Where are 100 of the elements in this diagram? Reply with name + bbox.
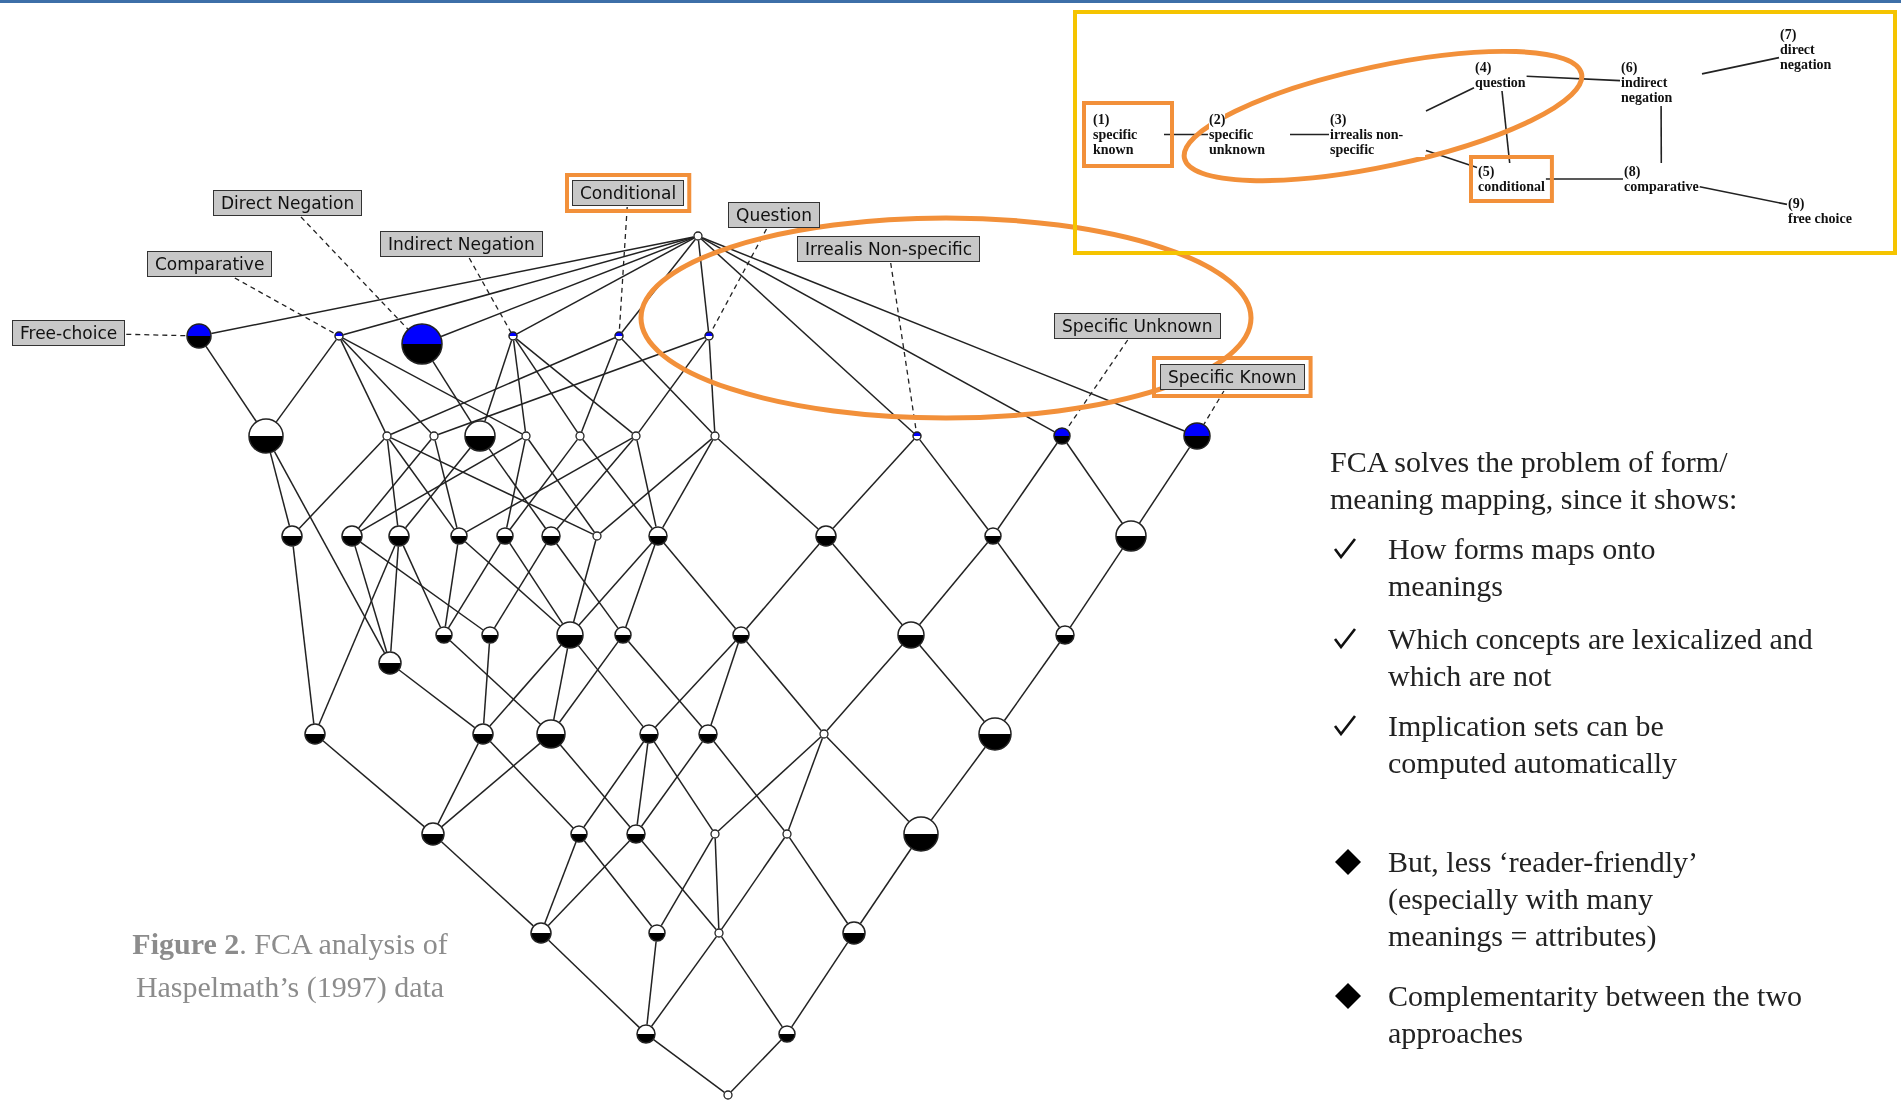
concept-node [723, 1090, 733, 1100]
concept-node [842, 921, 866, 945]
function-number: (1) [1093, 112, 1110, 127]
concept-node [704, 331, 714, 341]
concept-node [631, 431, 641, 441]
lattice-line [641, 840, 717, 931]
concept-node [710, 431, 720, 441]
function-number: (9) [1788, 196, 1805, 211]
lattice-line [701, 237, 1056, 433]
concept-node [341, 525, 363, 547]
lattice-line [717, 736, 822, 832]
concept-node [464, 420, 496, 452]
lattice-line [441, 742, 541, 828]
lattice-line [434, 439, 458, 529]
figure-caption: Figure 2. FCA analysis of Haspelmath’s (1997) data [131, 926, 449, 1005]
concept-node [648, 526, 668, 546]
lattice-line [660, 837, 714, 927]
lattice-line [720, 836, 786, 931]
lattice-line [489, 644, 562, 727]
concept-node [984, 527, 1002, 545]
lattice-line [318, 544, 396, 726]
concept-node [782, 829, 792, 839]
concept-node [388, 525, 410, 547]
lattice-line [404, 447, 471, 529]
map-line [1425, 149, 1478, 169]
lattice-line [918, 541, 989, 626]
lattice-line [437, 336, 706, 436]
concept-node [481, 626, 499, 644]
lattice-line [997, 442, 1058, 530]
concept-node [334, 331, 344, 341]
lattice-line [342, 337, 523, 435]
lattice-line [697, 239, 710, 333]
map-line [1525, 75, 1621, 82]
lattice-line [745, 543, 820, 630]
inset-frame [1073, 10, 1897, 255]
bullet-text: Implication sets can be computed automatically [1388, 708, 1679, 781]
lattice-line [788, 836, 849, 925]
lattice-line [440, 236, 695, 338]
concept-node [186, 323, 212, 349]
lattice-line [646, 940, 657, 1026]
lattice-line [341, 338, 432, 434]
lattice-line [322, 740, 425, 828]
lattice-line [465, 437, 633, 533]
lattice-line [447, 542, 502, 629]
concept-node [421, 822, 445, 846]
concept-node [556, 621, 584, 649]
concept-node [648, 924, 666, 942]
lattice-line [661, 439, 714, 529]
concept-node [815, 525, 837, 547]
lattice-line [493, 543, 547, 629]
attribute-label: Specific Unknown [1054, 313, 1221, 339]
lattice-line [556, 438, 634, 530]
lattice-line [354, 545, 388, 653]
concept-node [592, 531, 602, 541]
lattice-line [654, 640, 736, 728]
lattice-line [580, 339, 619, 433]
concept-node [778, 1025, 796, 1043]
concept-node [897, 621, 925, 649]
concept-node [626, 824, 646, 844]
concept-node [304, 723, 326, 745]
function-number: (7) [1780, 27, 1797, 42]
concept-node [710, 829, 720, 839]
attribute-label: Specific Known [1160, 364, 1305, 390]
attribute-label: Conditional [572, 180, 685, 206]
function-label: irrealis non-specific [1330, 127, 1425, 157]
lattice-line [488, 447, 547, 530]
lattice-line [625, 544, 656, 628]
concept-node [693, 231, 703, 241]
lattice-line [390, 545, 400, 653]
concept-node [903, 816, 939, 852]
function-number: (3) [1330, 112, 1347, 127]
map-line [1701, 56, 1780, 75]
lattice-line [1069, 548, 1124, 628]
lattice-line [275, 338, 338, 423]
lattice-line [997, 542, 1061, 629]
lattice-line [918, 644, 986, 723]
attribute-label: Free-choice [12, 320, 126, 346]
bullet-text: Complementarity between the two approaches [1388, 978, 1804, 1051]
concept-node [1053, 427, 1071, 445]
function-label: free choice [1788, 211, 1852, 226]
concept-node [508, 331, 518, 341]
leader-line [1203, 390, 1225, 426]
map-line [1660, 105, 1663, 164]
concept-node [521, 431, 531, 441]
concept-node [530, 922, 552, 944]
attribute-label: Direct Negation [213, 190, 363, 216]
lattice-line [717, 438, 819, 530]
lattice-line [210, 236, 695, 335]
concept-node [541, 526, 561, 546]
lattice-line [636, 439, 657, 528]
leader-line [300, 216, 409, 330]
lattice-line [627, 640, 703, 728]
lattice-line [708, 339, 716, 433]
concept-node [614, 626, 632, 644]
lattice-line [621, 338, 713, 434]
map-line [1501, 90, 1511, 164]
lattice-line [464, 540, 561, 627]
lattice-line [273, 450, 386, 654]
function-label: conditional [1478, 179, 1545, 194]
map-line [1545, 178, 1624, 180]
